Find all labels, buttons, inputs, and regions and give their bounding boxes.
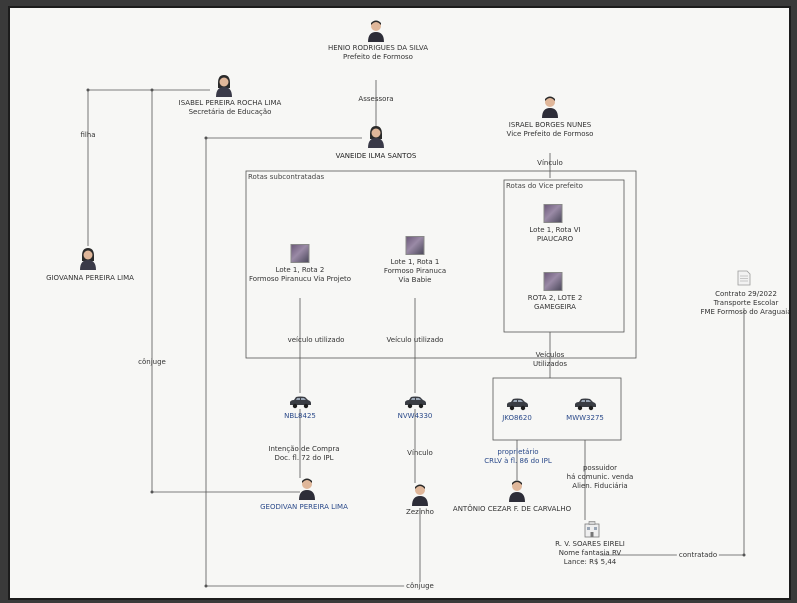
route-photo-icon (543, 204, 563, 223)
document-icon (737, 270, 751, 286)
possuidor-line2: há comunic. venda (566, 473, 634, 481)
route-r4-label: ROTA 2, LOTE 2 GAMEGEIRA (528, 294, 583, 312)
route-r1-line1: Lote 1, Rota 2 (275, 266, 325, 274)
person-isabel-label: ISABEL PEREIRA ROCHA LIMA Secretária de … (179, 99, 282, 117)
vaneide-name: VANEIDE ILMA SANTOS (335, 152, 417, 160)
diagram-edges (86, 80, 746, 588)
route-r2-label: Lote 1, Rota 1 Formoso Piranuca Via Babi… (384, 258, 446, 285)
diagram-canvas: HENIO RODRIGUES DA SILVA Prefeito de For… (8, 6, 791, 600)
veiculos-utilizados-line1: Veículos (535, 351, 565, 359)
car-icon (505, 397, 529, 411)
route-r4-line2: GAMEGEIRA (534, 303, 576, 311)
route-r3-line1: Lote 1, Rota VI (529, 226, 581, 234)
edge-label-conjuge-left: cônjuge (138, 358, 166, 366)
possuidor-line1: possuidor (582, 464, 618, 472)
building-icon (584, 521, 600, 538)
car-icon (288, 395, 312, 409)
company-line2: Nome fantasia RV (558, 549, 622, 557)
company-line3: Lance: R$ 5,44 (563, 558, 617, 566)
edge-label-veiculos-utilizados: Veículos Utilizados (533, 351, 567, 369)
vehicle-v4-plate: MWW3275 (566, 414, 604, 422)
company-label: R. V. SOARES EIRELI Nome fantasia RV Lan… (555, 540, 625, 567)
possuidor-line3: Alien. Fiduciária (572, 482, 628, 490)
edge-label-proprietario: proprietário CRLV à fl. 86 do IPL (484, 448, 552, 466)
route-r1-label: Lote 1, Rota 2 Formoso Piranucu Via Proj… (249, 266, 351, 284)
henio-role: Prefeito de Formoso (343, 53, 413, 61)
company-line1: R. V. SOARES EIRELI (555, 540, 625, 548)
vehicle-v3-plate: JKO8620 (502, 414, 532, 422)
route-r3-label: Lote 1, Rota VI PIAUCARO (529, 226, 580, 244)
box-vice (503, 179, 625, 333)
edge-label-contratado: contratado (676, 551, 720, 560)
route-r2-line2: Formoso Piranuca (383, 267, 447, 275)
route-photo-icon (543, 272, 563, 291)
route-r2-line1: Lote 1, Rota 1 (390, 258, 440, 266)
veiculos-utilizados-line2: Utilizados (532, 360, 568, 368)
edge-label-intencao: Intenção de Compra Doc. fl. 72 do IPL (268, 445, 339, 463)
proprietario-line2: CRLV à fl. 86 do IPL (484, 457, 552, 465)
proprietario-line1: proprietário (497, 448, 539, 456)
person-henio-label: HENIO RODRIGUES DA SILVA Prefeito de For… (328, 44, 428, 62)
person-israel-label: ISRAEL BORGES NUNES Vice Prefeito de For… (507, 121, 594, 139)
intencao-line1: Intenção de Compra (268, 445, 340, 453)
route-photo-icon (405, 236, 425, 255)
edge-label-filha: filha (80, 131, 96, 139)
route-photo-icon (290, 244, 310, 263)
person-giovanna-avatar (79, 248, 97, 270)
isabel-name: ISABEL PEREIRA ROCHA LIMA (178, 99, 282, 107)
edge-label-vinculo-israel: Vínculo (537, 159, 563, 167)
box-vehicles (492, 377, 622, 441)
person-geodivan-avatar (298, 478, 316, 500)
group-subcontratadas-title: Rotas subcontratadas (248, 173, 325, 181)
contract-line2: Transporte Escolar (713, 299, 779, 307)
contract-label: Contrato 29/2022 Transporte Escolar FME … (700, 290, 791, 317)
vehicle-v1-plate: NBL8425 (284, 412, 316, 420)
person-henio-avatar (367, 20, 385, 42)
zezinho-name: Zezinho (406, 508, 434, 516)
person-zezinho-avatar (411, 484, 429, 506)
person-vaneide-avatar (367, 126, 385, 148)
contract-line3: FME Formoso do Araguaia (700, 308, 791, 316)
route-r3-line2: PIAUCARO (536, 235, 574, 243)
edge-label-veiculo-utilizado-1: veículo utilizado (287, 336, 345, 344)
route-r4-line1: ROTA 2, LOTE 2 (527, 294, 583, 302)
contract-line1: Contrato 29/2022 (715, 290, 777, 298)
route-r2-line3: Via Babie (398, 276, 432, 284)
edge-label-conjuge-bottom: cônjuge (404, 582, 436, 591)
henio-name: HENIO RODRIGUES DA SILVA (327, 44, 429, 52)
person-israel-avatar (541, 96, 559, 118)
vehicle-v2-plate: NVW4330 (397, 412, 433, 420)
isabel-role: Secretária de Educação (188, 108, 272, 116)
edge-label-assessora: Assessora (358, 95, 394, 103)
group-vice-title: Rotas do Vice prefeito (506, 182, 583, 190)
geodivan-name: GEODIVAN PEREIRA LIMA (260, 503, 348, 511)
person-isabel-avatar (215, 75, 233, 97)
edge-label-veiculo-utilizado-2: Veículo utilizado (386, 336, 444, 344)
intencao-line2: Doc. fl. 72 do IPL (274, 454, 334, 462)
car-icon (573, 397, 597, 411)
israel-role: Vice Prefeito de Formoso (506, 130, 594, 138)
antonio-name: ANTÔNIO CEZAR F. DE CARVALHO (452, 505, 572, 513)
edge-label-vinculo-zezinho: Vínculo (407, 449, 433, 457)
edge-label-possuidor: possuidor há comunic. venda Alien. Fiduc… (567, 464, 634, 491)
car-icon (403, 395, 427, 409)
person-antonio-avatar (508, 480, 526, 502)
israel-name: ISRAEL BORGES NUNES (508, 121, 592, 129)
route-r1-line2: Formoso Piranucu Via Projeto (248, 275, 352, 283)
box-subcontratadas (245, 170, 637, 359)
giovanna-name: GIOVANNA PEREIRA LIMA (46, 274, 134, 282)
